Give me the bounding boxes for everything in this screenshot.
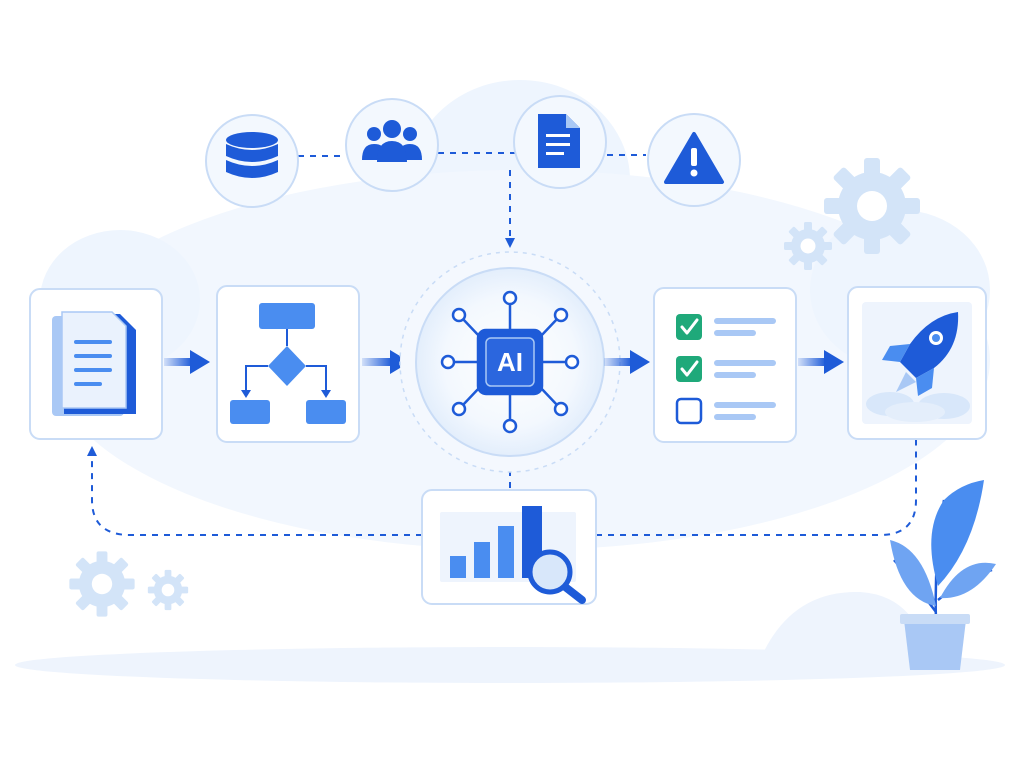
chart-bar [450, 556, 466, 578]
flow-arrow-3 [604, 350, 650, 374]
gear-icon [824, 158, 920, 254]
checklist-item [675, 397, 776, 425]
analytics-step [421, 489, 597, 605]
users-icon [362, 120, 422, 162]
checklist-icon [675, 314, 776, 425]
rocket-icon [866, 312, 970, 422]
database-icon [226, 132, 278, 178]
flow-arrow-4 [798, 350, 844, 374]
feedback-loop-right [596, 440, 917, 536]
flowchart-step [216, 285, 360, 443]
documents-icon [52, 311, 136, 416]
feedback-loop-left [87, 446, 422, 536]
warning-icon [664, 132, 724, 184]
gear-icon [69, 551, 135, 617]
ai-label: AI [497, 347, 523, 377]
users-node [345, 98, 439, 192]
gear-icon [784, 222, 832, 270]
checklist-step [653, 287, 797, 443]
launch-step [847, 286, 987, 440]
analytics-magnifier-icon [440, 506, 586, 604]
chart-bar [498, 526, 514, 578]
document-icon [538, 114, 580, 168]
checklist-item [676, 314, 776, 340]
plant-icon [890, 480, 996, 670]
pipeline: AI [29, 251, 987, 473]
documents-step [29, 288, 163, 440]
dashed-connectors [87, 152, 917, 536]
checklist-item [676, 356, 776, 382]
gear-decor-bottom-left [69, 551, 189, 617]
flowchart-icon [230, 303, 346, 424]
flow-arrow-1 [164, 350, 210, 374]
ai-chip-icon [440, 290, 580, 434]
gear-decor-top-right [784, 158, 920, 270]
ai-hub-step: AI [399, 251, 621, 473]
top-icon-row [205, 95, 741, 208]
database-node [205, 114, 299, 208]
chart-bar [474, 542, 490, 578]
warning-node [647, 113, 741, 207]
document-node [513, 95, 607, 189]
gear-icon [147, 569, 189, 611]
